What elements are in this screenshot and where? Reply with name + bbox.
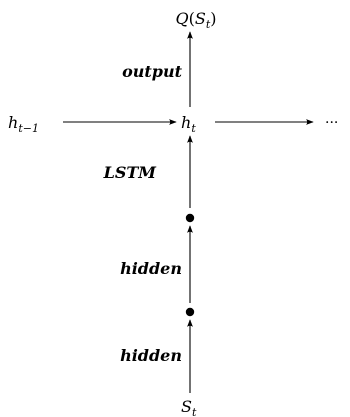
q-state-subscript: t (206, 18, 211, 31)
q-open-paren: ( (189, 9, 195, 28)
h-prev-node: ht−1 (8, 113, 39, 135)
hidden-node-lower (185, 307, 195, 317)
h-prev-symbol: h (8, 113, 18, 132)
label-lstm: LSTM (103, 163, 158, 182)
h-t-node: ht (181, 113, 196, 135)
q-value-node: Q(St) (175, 9, 216, 31)
h-next-ellipsis: ··· (325, 115, 338, 131)
h-t-subscript: t (191, 122, 196, 135)
state-subscript: t (192, 406, 197, 417)
label-hidden-upper: hidden (120, 259, 182, 278)
h-t-symbol: h (181, 113, 191, 132)
label-hidden-lower: hidden (120, 346, 182, 365)
label-output: output (122, 62, 183, 81)
q-function-symbol: Q (175, 9, 188, 28)
q-close-paren: ) (210, 9, 216, 28)
state-input-node: St (181, 397, 197, 417)
state-symbol: S (181, 397, 192, 416)
h-prev-subscript: t−1 (18, 122, 39, 135)
q-state-symbol: S (195, 9, 206, 28)
hidden-node-upper (185, 213, 195, 223)
